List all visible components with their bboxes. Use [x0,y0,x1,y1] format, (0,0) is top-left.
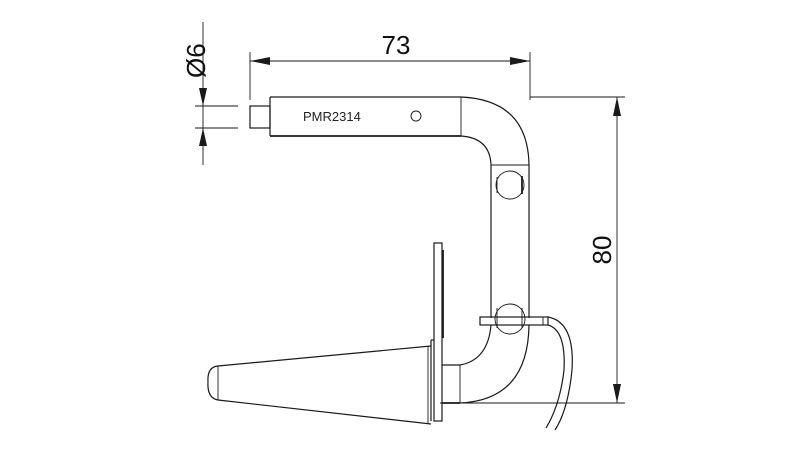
diameter-dimension: Ø6 [181,22,238,165]
rose-plate [430,242,444,422]
cable [547,316,573,431]
lower-screw-hole [494,303,526,335]
tapered-grip [207,345,432,425]
width-dimension: 73 [249,30,531,100]
part-label: PMR2314 [303,109,361,124]
height-label: 80 [587,236,617,265]
width-label: 73 [382,30,411,60]
height-dimension: 80 [440,96,625,404]
arm-hole [410,110,422,122]
handle-body [249,96,573,431]
flange-plate [479,316,549,326]
upper-screw-hole [495,170,525,200]
diameter-label: Ø6 [181,43,211,78]
